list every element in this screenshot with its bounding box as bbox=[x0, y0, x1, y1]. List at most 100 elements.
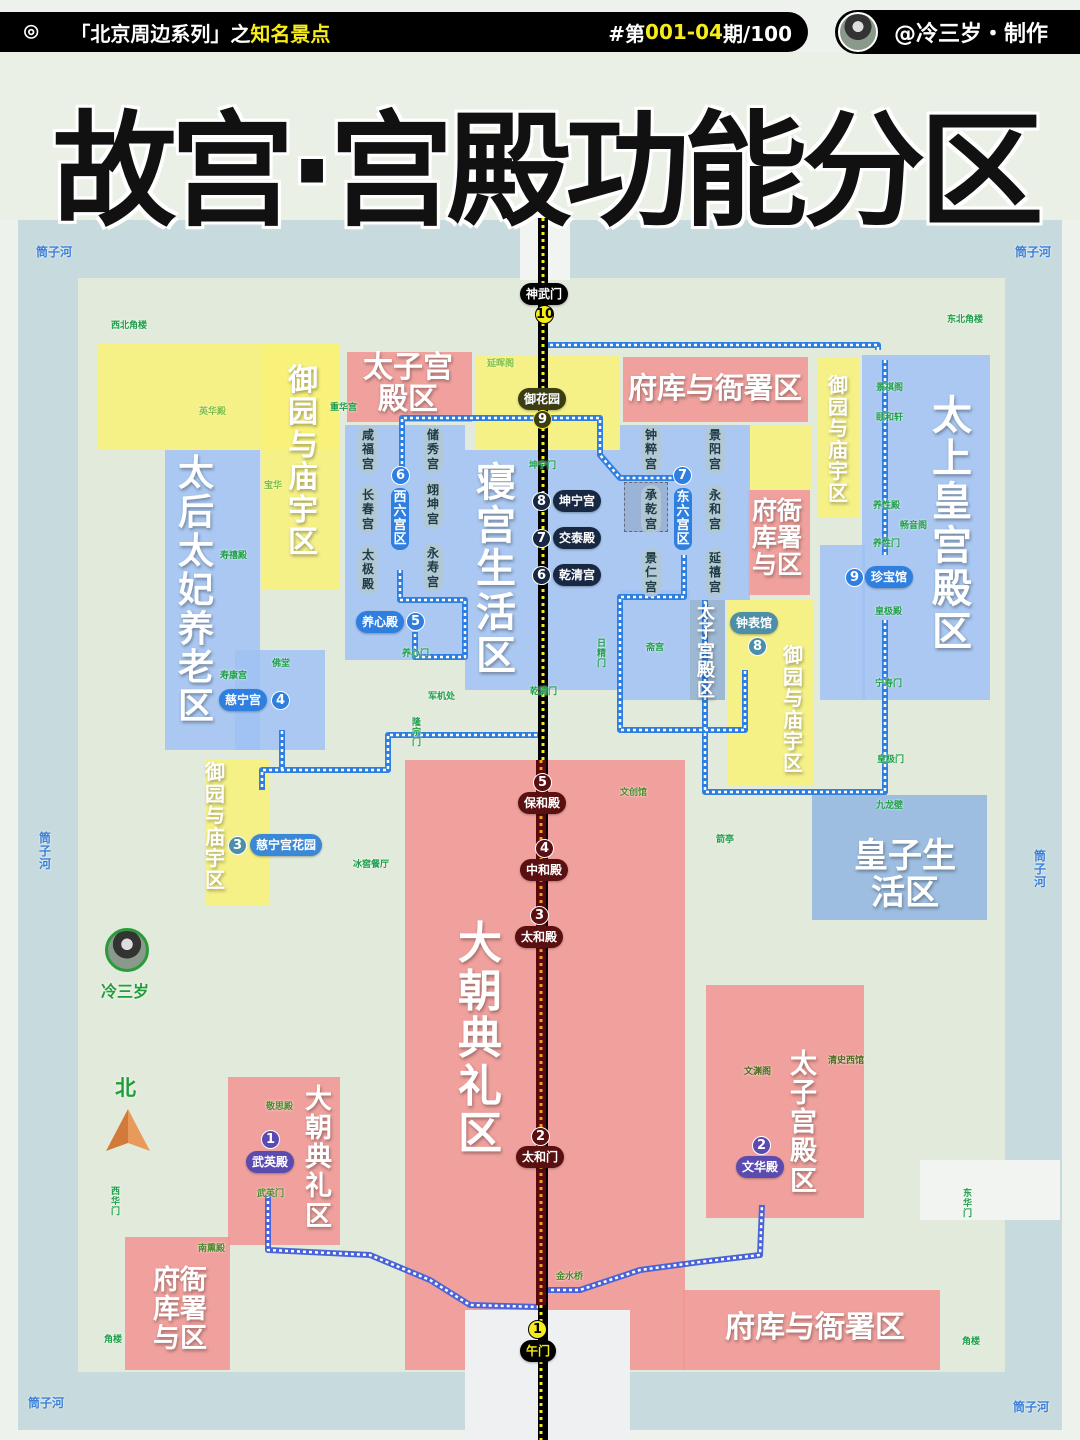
palace-label: 长春宫 bbox=[358, 485, 378, 535]
stop-number: 6 bbox=[532, 566, 551, 585]
north-arrow-icon bbox=[106, 1109, 150, 1151]
map-label: 金水桥 bbox=[556, 1272, 584, 1282]
map-label: 西华门 bbox=[111, 1187, 121, 1217]
map-label: 箭亭 bbox=[716, 835, 735, 845]
palace-label: 延禧宫 bbox=[705, 548, 725, 598]
stop-number: 4 bbox=[271, 691, 290, 710]
stop-number: 8 bbox=[532, 492, 551, 511]
map-label: 皇极门 bbox=[877, 755, 905, 765]
zone-east-six-b bbox=[620, 590, 690, 700]
river-label: 筒子河 bbox=[1015, 245, 1052, 259]
stop-shenwu-gate[interactable]: 神武门 bbox=[520, 283, 569, 305]
river-label: 筒子河 bbox=[28, 1396, 65, 1410]
river-label: 筒子河 bbox=[1013, 1400, 1050, 1414]
stop-jiaotai-hall[interactable]: 交泰殿 bbox=[553, 527, 602, 549]
map-label: 坤宁门 bbox=[529, 461, 557, 471]
stop-kunning-palace[interactable]: 坤宁宫 bbox=[553, 490, 602, 512]
map-label: 养性殿 bbox=[873, 501, 901, 511]
zone-label-sw-office: 府衙库署与区 bbox=[153, 1265, 207, 1355]
map-label: 景祺阁 bbox=[876, 383, 904, 393]
stop-number: 3 bbox=[530, 906, 549, 925]
route-south-dots bbox=[266, 1195, 764, 1309]
background-map bbox=[0, 52, 1080, 220]
map-label: 文渊阁 bbox=[744, 1067, 772, 1077]
zone-label-inner-living: 寝宫生活区 bbox=[476, 460, 516, 679]
issue-prefix: #第 bbox=[608, 21, 646, 46]
map-label: 斋宫 bbox=[646, 643, 665, 653]
palace-label: 翊坤宫 bbox=[423, 480, 443, 530]
palace-label: 景阳宫 bbox=[705, 425, 725, 475]
map-label: 寿禧殿 bbox=[220, 551, 248, 561]
series-highlight: 知名景点 bbox=[250, 21, 331, 46]
stop-clock-museum[interactable]: 钟表馆 bbox=[730, 612, 779, 634]
zone-se-prince bbox=[706, 985, 864, 1218]
zone-mid-office bbox=[748, 490, 810, 595]
map-label: 武英门 bbox=[257, 1189, 285, 1199]
stop-wuying-hall[interactable]: 武英殿 bbox=[246, 1151, 295, 1173]
author-badge-avatar bbox=[105, 928, 149, 972]
zone-top-office bbox=[623, 357, 808, 422]
stop-number: 6 bbox=[391, 466, 410, 485]
zone-label-south-office: 府库与衙署区 bbox=[725, 1310, 905, 1345]
map-label: 重华宫 bbox=[330, 403, 358, 413]
stop-qianqing-palace[interactable]: 乾清宫 bbox=[553, 564, 602, 586]
route-south bbox=[265, 1195, 765, 1310]
zone-label-se-prince: 太子宫殿区 bbox=[790, 1049, 817, 1197]
zone-label-east-six: 东六宫区 bbox=[674, 488, 692, 551]
stop-number: 5 bbox=[406, 612, 425, 631]
map-label: 佛堂 bbox=[272, 659, 291, 669]
zone-label-clock-garden: 御园与庙宇区 bbox=[783, 643, 803, 775]
palace-label: 太极殿 bbox=[358, 545, 378, 595]
map-label: 角楼 bbox=[104, 1335, 123, 1345]
map-label: 南熏殿 bbox=[198, 1244, 226, 1254]
zone-nw-garden-b bbox=[262, 343, 340, 590]
stop-taihe-gate[interactable]: 太和门 bbox=[516, 1146, 565, 1168]
stop-number: 9 bbox=[533, 410, 552, 429]
map-label: 养心门 bbox=[402, 649, 430, 659]
stop-meridian-gate[interactable]: 午门 bbox=[520, 1340, 557, 1362]
zone-label-grand-ceremony: 大朝典礼区 bbox=[458, 918, 502, 1160]
palace-label: 咸福宫 bbox=[358, 425, 378, 475]
map-label: 东北角楼 bbox=[947, 315, 984, 325]
zone-label-west-six: 西六宫区 bbox=[391, 488, 409, 551]
stop-cining-garden[interactable]: 慈宁宫花园 bbox=[250, 834, 323, 856]
route-north-loop-dots bbox=[260, 343, 887, 794]
zone-label-cining-garden: 御园与庙宇区 bbox=[205, 760, 225, 892]
stop-number: 2 bbox=[752, 1136, 771, 1155]
series-title: 「北京周边系列」之 bbox=[70, 21, 251, 46]
zone-label-nw-garden: 御园与庙宇区 bbox=[288, 363, 318, 560]
zone-label-top-prince: 太子宫殿区 bbox=[363, 350, 453, 418]
map-label: 东华门 bbox=[963, 1189, 973, 1219]
stop-number: 9 bbox=[845, 568, 864, 587]
map-label: 乾清门 bbox=[530, 687, 558, 697]
stop-yangxin-hall[interactable]: 养心殿 bbox=[356, 611, 405, 633]
stop-wenhua-hall[interactable]: 文华殿 bbox=[736, 1156, 785, 1178]
stop-zhonghe-hall[interactable]: 中和殿 bbox=[520, 859, 569, 881]
stop-cining-palace[interactable]: 慈宁宫 bbox=[219, 689, 268, 711]
stop-treasure-gallery[interactable]: 珍宝馆 bbox=[865, 566, 914, 588]
zone-south-office bbox=[683, 1290, 940, 1370]
palace-label: 承乾宫 bbox=[641, 485, 661, 535]
issue-suffix: 期/100 bbox=[722, 21, 792, 46]
stop-number: 7 bbox=[532, 529, 551, 548]
stop-number: 1 bbox=[528, 1320, 547, 1339]
map-label: 敬思殿 bbox=[266, 1102, 294, 1112]
author-avatar bbox=[838, 12, 878, 52]
stop-taihe-hall[interactable]: 太和殿 bbox=[515, 926, 564, 948]
stop-number: 1 bbox=[261, 1130, 280, 1149]
author-badge-name: 冷三岁 bbox=[101, 982, 150, 1001]
location-pin-icon: ⌾ bbox=[24, 18, 39, 46]
map-label: 西北角楼 bbox=[111, 321, 148, 331]
stop-baohe-hall[interactable]: 保和殿 bbox=[518, 792, 567, 814]
zone-label-retired-emperor: 太上皇宫殿区 bbox=[932, 393, 972, 655]
map-label: 隆宗门 bbox=[412, 718, 422, 748]
stop-number: 8 bbox=[748, 637, 767, 656]
blue-route bbox=[259, 342, 888, 1310]
map-label: 冰窖餐厅 bbox=[353, 860, 390, 870]
stop-imperial-garden[interactable]: 御花园 bbox=[518, 388, 567, 410]
palace-label: 钟粹宫 bbox=[641, 425, 661, 475]
east-bridge bbox=[920, 1160, 1060, 1220]
stop-number: 2 bbox=[531, 1127, 550, 1146]
palace-label: 永和宫 bbox=[705, 485, 725, 535]
